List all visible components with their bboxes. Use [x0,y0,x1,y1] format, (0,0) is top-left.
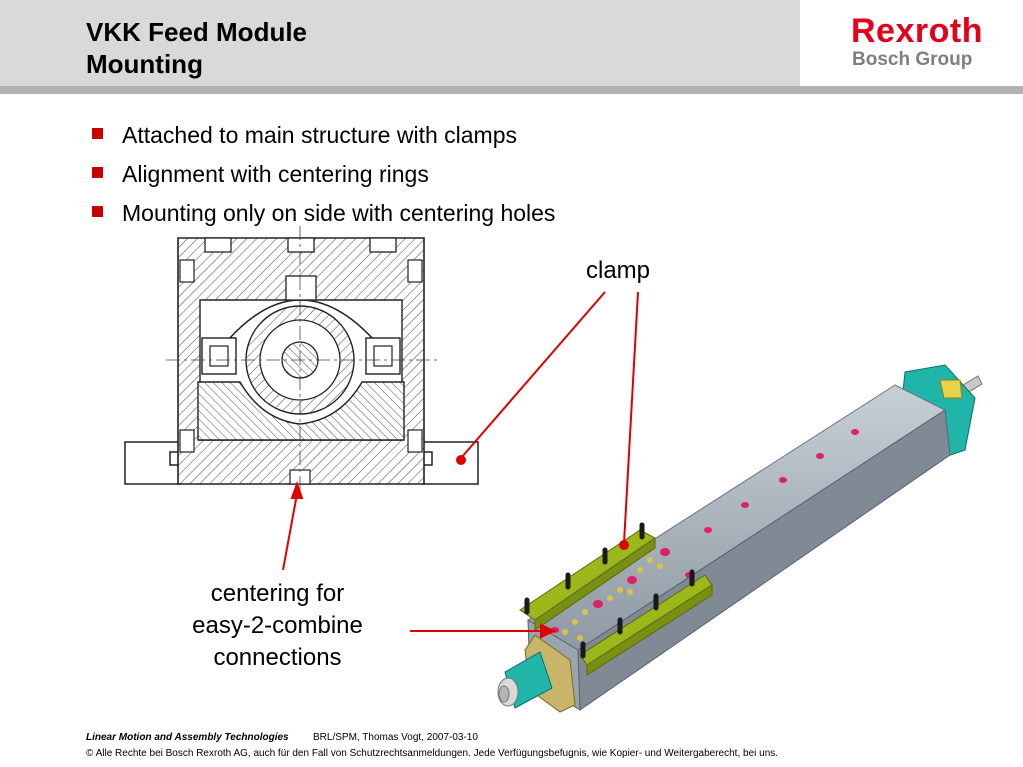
clamp-dot-drawing [456,455,466,465]
footer-copyright: © Alle Rechte bei Bosch Rexroth AG, auch… [86,748,779,759]
footer-division: Linear Motion and Assembly Technologies [86,732,289,743]
bullet-text: Mounting only on side with centering hol… [122,200,556,226]
centering-label-line-2: easy-2-combine [192,612,363,639]
bullet-text: Alignment with centering rings [122,161,429,187]
centering-arrow-to-drawing [282,493,298,571]
logo-area [802,0,1023,86]
bullet-item: Mounting only on side with centering hol… [92,194,555,233]
feed-module-3d-view [497,364,983,713]
bullet-item: Alignment with centering rings [92,155,555,194]
brand-logo-text: Rexroth [851,12,983,50]
clamp-arrow-to-3d [623,291,639,544]
square-bullet-icon [92,206,103,217]
bullet-item: Attached to main structure with clamps [92,116,555,155]
title-line-1: VKK Feed Module [86,17,308,47]
centering-label: centering for easy-2-combine connections [170,578,385,674]
centering-label-line-3: connections [213,644,342,671]
bullet-text: Attached to main structure with clamps [122,122,517,148]
square-bullet-icon [92,167,103,178]
bullet-list: Attached to main structure with clamps A… [92,116,555,233]
centering-label-line-1: centering for [210,580,345,607]
clamp-label: clamp [586,257,651,284]
centering-arrowhead-3d [540,623,557,639]
square-bullet-icon [92,128,103,139]
annotation-arrows [282,291,639,639]
footer-reference: BRL/SPM, Thomas Vogt, 2007-03-10 [313,732,478,743]
centering-arrowhead-drawing [290,481,304,499]
clamp-arrow-to-drawing [460,291,606,459]
header-bar [0,0,800,86]
cross-section-drawing [124,226,479,500]
clamp-dot-3d [619,540,629,550]
slide-title: VKK Feed Module Mounting [86,16,307,80]
brand-group-text: Bosch Group [852,49,973,70]
title-line-2: Mounting [86,49,203,79]
header-divider [0,86,1023,94]
